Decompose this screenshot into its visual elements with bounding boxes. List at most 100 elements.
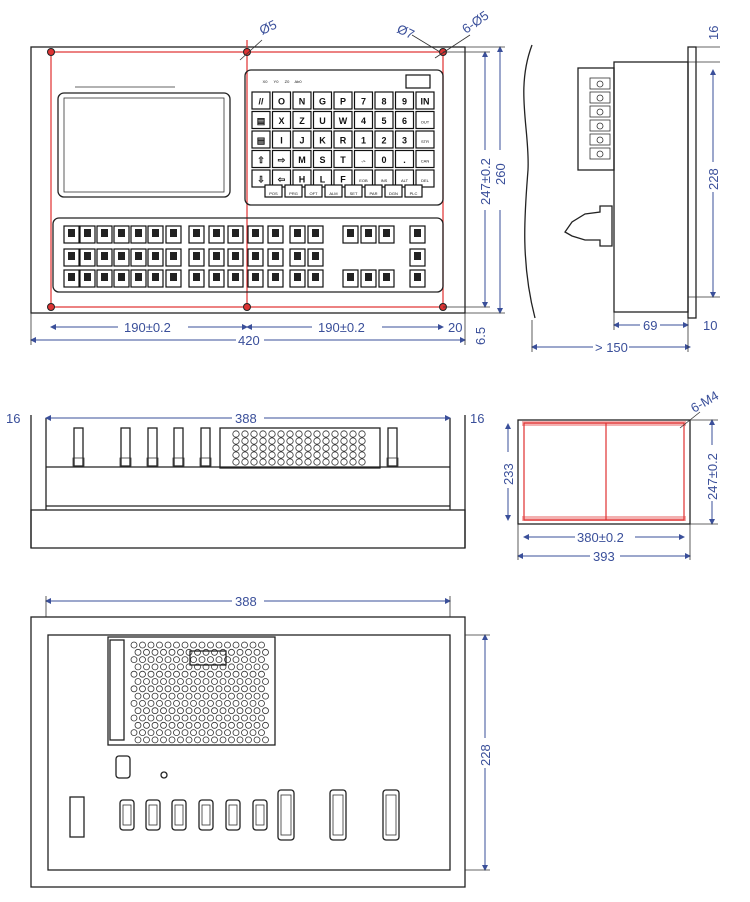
keypad-key[interactable]: ⇧: [251, 149, 271, 169]
keypad-key[interactable]: 2: [374, 130, 394, 149]
keypad-key[interactable]: R: [333, 130, 353, 149]
keypad-key[interactable]: EOB: [353, 169, 374, 188]
keypad-key[interactable]: ⇨: [271, 149, 292, 169]
operation-key[interactable]: [307, 225, 324, 244]
keypad-key[interactable]: O: [271, 91, 292, 110]
function-key[interactable]: DGN: [384, 184, 403, 198]
keypad-key[interactable]: ▤: [251, 130, 271, 149]
operation-key[interactable]: [227, 225, 244, 244]
keypad-key[interactable]: OUT: [415, 110, 435, 130]
operation-key[interactable]: [188, 269, 205, 288]
keypad-key[interactable]: CAN: [415, 149, 435, 169]
keypad-key[interactable]: K: [312, 130, 333, 149]
keypad-key[interactable]: 1: [353, 130, 374, 149]
operation-key[interactable]: [96, 269, 113, 288]
keypad-key[interactable]: 3: [394, 130, 415, 149]
operation-key[interactable]: [79, 269, 96, 288]
operation-key[interactable]: [147, 225, 164, 244]
keypad-key[interactable]: J: [292, 130, 312, 149]
operation-key[interactable]: [267, 225, 284, 244]
keypad-key[interactable]: H: [292, 169, 312, 188]
operation-key[interactable]: [165, 225, 182, 244]
operation-key[interactable]: [267, 269, 284, 288]
operation-key[interactable]: [360, 269, 377, 288]
operation-key[interactable]: [342, 225, 359, 244]
operation-key[interactable]: [227, 269, 244, 288]
operation-key[interactable]: [188, 248, 205, 267]
function-key[interactable]: POS: [264, 184, 283, 198]
operation-key[interactable]: [247, 269, 264, 288]
operation-key[interactable]: [113, 269, 130, 288]
keypad-key[interactable]: ▤: [251, 110, 271, 130]
keypad-key[interactable]: ⇦: [271, 169, 292, 188]
operation-key[interactable]: [307, 269, 324, 288]
operation-key[interactable]: [165, 248, 182, 267]
operation-key[interactable]: [378, 225, 395, 244]
operation-key[interactable]: [267, 248, 284, 267]
keypad-key[interactable]: INS: [374, 169, 394, 188]
operation-key[interactable]: [130, 225, 147, 244]
operation-key[interactable]: [113, 225, 130, 244]
keypad-key[interactable]: P: [333, 91, 353, 110]
keypad-key[interactable]: F: [333, 169, 353, 188]
keypad-key[interactable]: T: [333, 149, 353, 169]
keypad-key[interactable]: I: [271, 130, 292, 149]
operation-key[interactable]: [96, 225, 113, 244]
operation-key[interactable]: [289, 269, 306, 288]
operation-key[interactable]: [208, 269, 225, 288]
keypad-key[interactable]: DEL: [415, 169, 435, 188]
operation-key[interactable]: [130, 248, 147, 267]
keypad-key[interactable]: -/+: [353, 149, 374, 169]
function-key[interactable]: PAR: [364, 184, 383, 198]
keypad-key[interactable]: N: [292, 91, 312, 110]
operation-key[interactable]: [79, 225, 96, 244]
operation-key[interactable]: [409, 225, 426, 244]
operation-key[interactable]: [188, 225, 205, 244]
operation-key[interactable]: [307, 248, 324, 267]
keypad-key[interactable]: Z: [292, 110, 312, 130]
keypad-key[interactable]: S: [312, 149, 333, 169]
function-key[interactable]: OFT: [304, 184, 323, 198]
keypad-key[interactable]: X: [271, 110, 292, 130]
keypad-key[interactable]: 9: [394, 91, 415, 110]
keypad-key[interactable]: ⇩: [251, 169, 271, 188]
operation-key[interactable]: [165, 269, 182, 288]
keypad-key[interactable]: 8: [374, 91, 394, 110]
operation-key[interactable]: [147, 269, 164, 288]
keypad-key[interactable]: W: [333, 110, 353, 130]
operation-key[interactable]: [63, 269, 80, 288]
operation-key[interactable]: [360, 225, 377, 244]
function-key[interactable]: PLC: [404, 184, 423, 198]
operation-key[interactable]: [79, 248, 96, 267]
operation-key[interactable]: [227, 248, 244, 267]
keypad-key[interactable]: 0: [374, 149, 394, 169]
operation-key[interactable]: [409, 269, 426, 288]
operation-key[interactable]: [63, 225, 80, 244]
operation-key[interactable]: [63, 248, 80, 267]
operation-key[interactable]: [247, 248, 264, 267]
operation-key[interactable]: [378, 269, 395, 288]
operation-key[interactable]: [409, 248, 426, 267]
function-key[interactable]: ALM: [324, 184, 343, 198]
keypad-key[interactable]: 5: [374, 110, 394, 130]
keypad-key[interactable]: G: [312, 91, 333, 110]
keypad-key[interactable]: U: [312, 110, 333, 130]
operation-key[interactable]: [147, 248, 164, 267]
operation-key[interactable]: [113, 248, 130, 267]
keypad-key[interactable]: //: [251, 91, 271, 110]
keypad-key[interactable]: 4: [353, 110, 374, 130]
operation-key[interactable]: [208, 248, 225, 267]
keypad-key[interactable]: STR: [415, 130, 435, 149]
operation-key[interactable]: [342, 269, 359, 288]
operation-key[interactable]: [130, 269, 147, 288]
function-key[interactable]: SET: [344, 184, 363, 198]
keypad-key[interactable]: 6: [394, 110, 415, 130]
keypad-key[interactable]: M: [292, 149, 312, 169]
keypad-key[interactable]: IN: [415, 91, 435, 110]
operation-key[interactable]: [289, 248, 306, 267]
operation-key[interactable]: [96, 248, 113, 267]
operation-key[interactable]: [247, 225, 264, 244]
keypad-key[interactable]: 7: [353, 91, 374, 110]
function-key[interactable]: PRG: [284, 184, 303, 198]
keypad-key[interactable]: .: [394, 149, 415, 169]
